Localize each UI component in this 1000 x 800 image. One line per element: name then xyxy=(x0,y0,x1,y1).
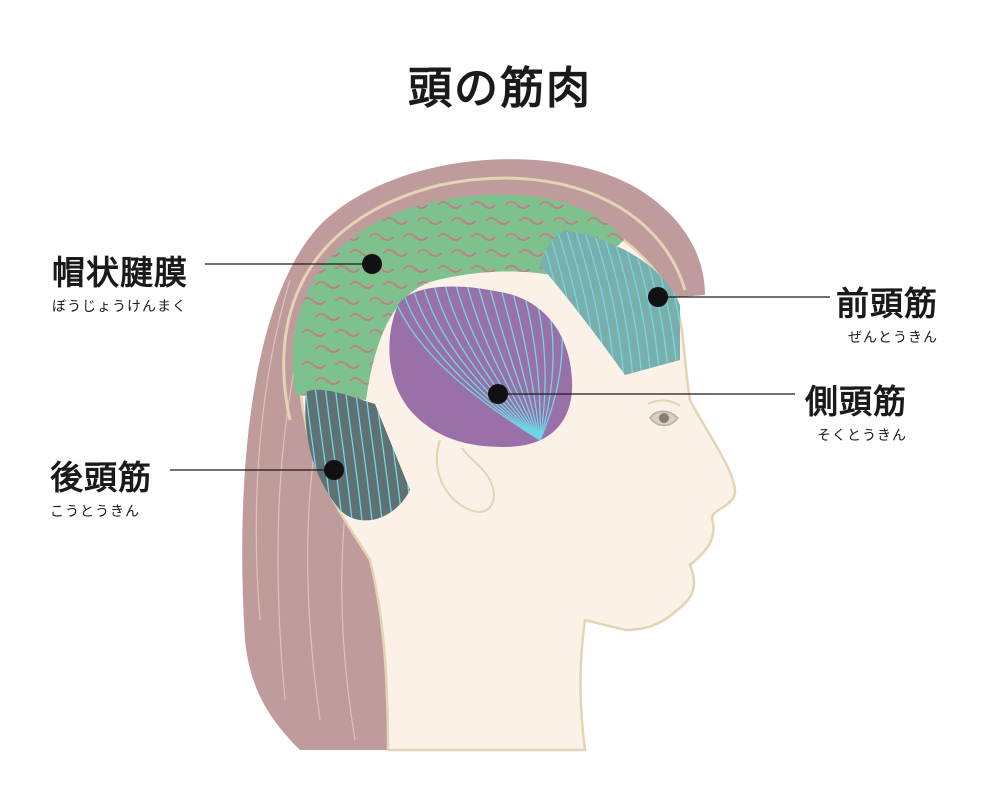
eye xyxy=(647,399,681,427)
marker-occipital xyxy=(324,460,344,480)
muscle-fiber xyxy=(314,313,340,321)
muscle-fiber xyxy=(552,217,578,225)
muscle-fiber xyxy=(504,201,530,209)
muscle-fiber xyxy=(606,233,624,241)
muscle-fiber xyxy=(334,265,360,273)
muscle-fiber xyxy=(402,233,428,241)
label-galea: 帽状腱膜 ぼうじょうけんまく xyxy=(52,246,188,316)
label-temporal-reading: そくとうきん xyxy=(817,428,907,444)
muscle-fiber xyxy=(484,217,510,225)
muscle-fiber xyxy=(348,345,374,353)
muscle-fiber xyxy=(455,286,541,441)
muscle-fiber xyxy=(416,249,442,257)
label-occipital-name: 後頭筋 xyxy=(50,458,152,497)
muscle-fiber xyxy=(300,297,326,305)
muscle-fiber xyxy=(504,233,530,241)
muscle-fiber xyxy=(518,217,544,225)
label-occipital-reading: こうとうきん xyxy=(50,504,140,520)
muscle-fiber xyxy=(499,286,541,441)
muscle-fiber xyxy=(504,265,530,273)
muscle-fiber xyxy=(470,201,496,209)
muscle-fiber xyxy=(382,217,408,225)
muscle-fiber xyxy=(348,313,374,321)
muscle-fiber xyxy=(300,361,326,369)
muscle-fiber xyxy=(444,286,541,441)
muscle-fiber xyxy=(324,389,344,521)
muscle-fiber xyxy=(314,377,340,385)
muscle-fiber xyxy=(300,201,326,209)
muscle-fiber xyxy=(368,233,394,241)
muscle-fiber xyxy=(484,249,510,257)
label-frontal: 前頭筋 ぜんとうきん xyxy=(836,277,938,347)
muscle-fiber xyxy=(382,249,408,257)
page-title: 頭の筋肉 xyxy=(408,63,592,114)
muscle-fiber xyxy=(450,249,476,257)
muscle-fiber xyxy=(450,217,476,225)
occipital-muscle xyxy=(305,389,410,521)
label-frontal-reading: ぜんとうきん xyxy=(848,330,938,346)
muscle-fiber xyxy=(314,345,340,353)
muscle-fiber xyxy=(518,249,544,257)
muscle-fiber xyxy=(402,265,428,273)
muscle-fiber xyxy=(416,217,442,225)
muscle-fiber xyxy=(334,361,360,369)
muscle-fiber xyxy=(466,286,541,441)
leader-lines xyxy=(170,263,830,471)
label-temporal-name: 側頭筋 xyxy=(805,382,907,421)
muscle-fiber xyxy=(521,286,541,441)
muscle-fiber xyxy=(488,286,541,441)
muscle-fiber xyxy=(436,233,462,241)
label-galea-name: 帽状腱膜 xyxy=(52,253,188,292)
muscle-fiber xyxy=(354,389,374,521)
muscle-fiber xyxy=(300,329,326,337)
muscle-fiber xyxy=(602,231,634,375)
muscle-fiber xyxy=(433,286,541,441)
muscle-fiber xyxy=(477,286,541,441)
muscle-fiber xyxy=(344,389,364,521)
muscle-fiber xyxy=(411,286,541,441)
muscle-fiber xyxy=(400,286,541,441)
muscle-fiber xyxy=(422,286,541,441)
temporal-muscle xyxy=(389,286,573,447)
muscle-fiber xyxy=(593,231,625,375)
muscle-fiber xyxy=(436,265,462,273)
muscle-fiber xyxy=(368,297,394,305)
ear xyxy=(435,439,495,513)
muscle-fiber xyxy=(382,281,408,289)
muscle-fiber xyxy=(436,201,462,209)
muscle-fiber xyxy=(470,233,496,241)
label-galea-reading: ぼうじょうけんまく xyxy=(52,299,187,315)
muscle-fiber xyxy=(510,286,541,441)
muscle-fiber xyxy=(334,389,354,521)
marker-frontal xyxy=(648,287,668,307)
muscle-fiber xyxy=(334,297,360,305)
label-occipital: 後頭筋 こうとうきん xyxy=(50,451,152,521)
marker-temporal xyxy=(488,384,508,404)
muscle-fiber xyxy=(538,201,564,209)
muscle-fiber xyxy=(611,231,643,375)
muscle-fiber xyxy=(348,281,374,289)
label-frontal-name: 前頭筋 xyxy=(836,284,938,323)
muscle-fiber xyxy=(314,281,340,289)
skull-outline xyxy=(282,176,687,421)
label-temporal: 側頭筋 そくとうきん xyxy=(805,375,907,445)
muscle-fiber xyxy=(334,329,360,337)
muscle-fiber xyxy=(470,265,496,273)
marker-galea xyxy=(362,254,382,274)
